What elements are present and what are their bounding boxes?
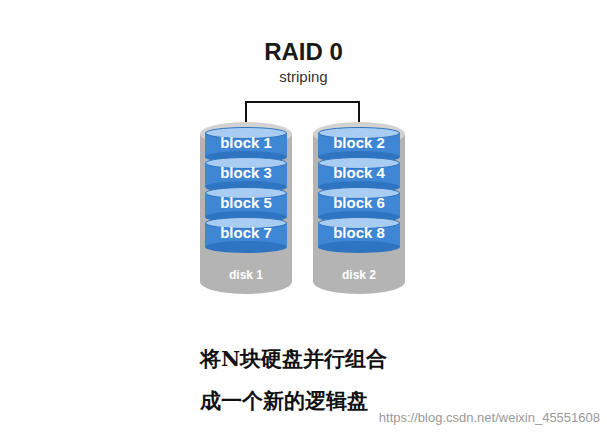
block-label: block 6 — [318, 195, 400, 211]
block-label: block 2 — [318, 135, 400, 151]
block-label-run: block 3 — [220, 164, 272, 181]
block-label-run: block 5 — [220, 194, 272, 211]
diagram-title: RAID 0 — [0, 38, 607, 66]
disk-label: disk 1 — [200, 268, 292, 282]
block-bottom — [318, 241, 400, 253]
block-label-run: block 8 — [333, 224, 385, 241]
disk-label: disk 2 — [313, 268, 405, 282]
block-label-run: block 7 — [220, 224, 272, 241]
block-bottom — [205, 241, 287, 253]
block-label-run: block 1 — [220, 134, 272, 151]
block-label: block 5 — [205, 195, 287, 211]
block-label: block 4 — [318, 165, 400, 181]
disk-body — [313, 134, 405, 282]
block-label-run: block 2 — [333, 134, 385, 151]
block-label: block 1 — [205, 135, 287, 151]
block-label: block 3 — [205, 165, 287, 181]
block-label-run: block 4 — [333, 164, 385, 181]
block-label: block 7 — [205, 225, 287, 241]
block-label: block 8 — [318, 225, 400, 241]
disk-body — [200, 134, 292, 282]
disk: disk 1 block 1 block 3 block 5 block 7 — [200, 122, 292, 294]
striping-bracket — [246, 102, 359, 122]
subtitle: striping — [0, 68, 607, 85]
caption: 将N块硬盘并行组合 成一个新的逻辑盘 — [200, 338, 387, 422]
disk: disk 2 block 2 block 4 block 6 block 8 — [313, 122, 405, 294]
data-block: block 7 — [205, 217, 287, 253]
data-block: block 8 — [318, 217, 400, 253]
block-label-run: block 6 — [333, 194, 385, 211]
